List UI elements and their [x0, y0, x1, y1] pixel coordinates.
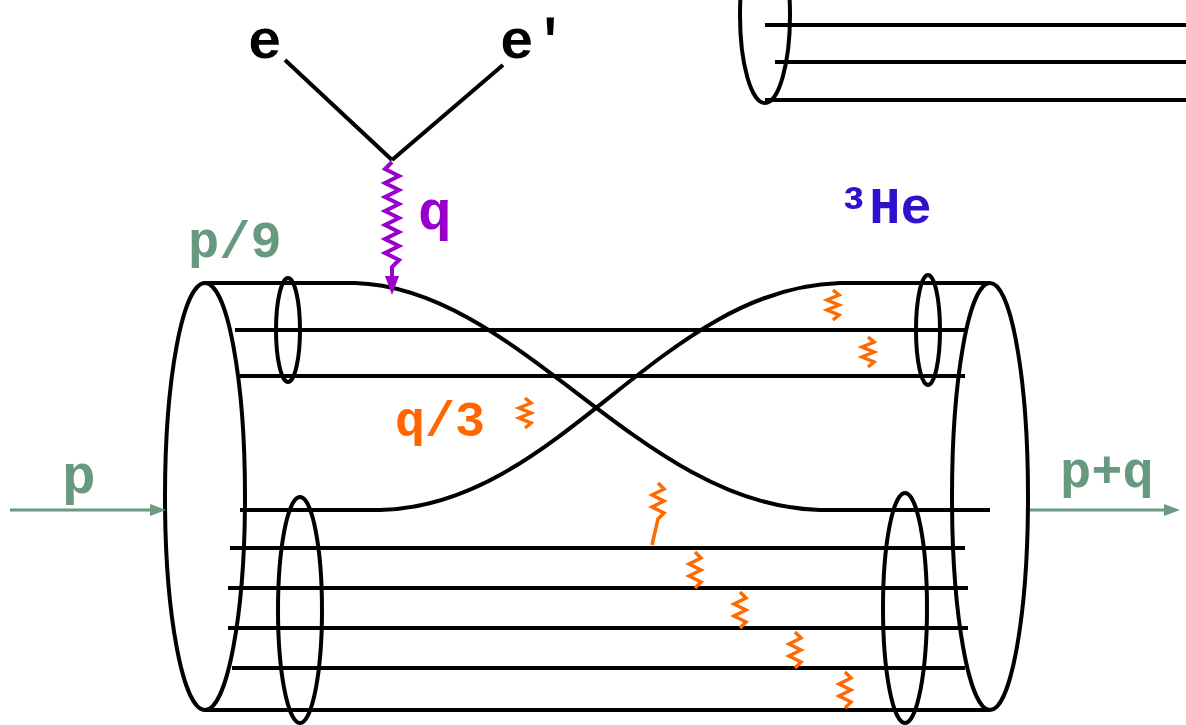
quark-line: [228, 586, 968, 590]
momentum-label: q/3: [393, 398, 487, 448]
nucleus-end-left: [165, 283, 245, 710]
photon-label: q: [416, 186, 454, 242]
quark-line: [775, 60, 1186, 64]
nucleus-label: ³He: [836, 184, 934, 236]
quark-line: [765, 23, 1186, 27]
gluons: [519, 290, 874, 708]
quark-line: [230, 546, 965, 550]
gluon: [519, 398, 531, 428]
momentum-arrows: [10, 504, 1180, 516]
gluon: [789, 632, 801, 668]
momentum-label: p: [60, 450, 98, 506]
electron-label: e′: [498, 15, 569, 71]
struck-quark-line: [205, 283, 990, 510]
nucleon-ring: [278, 497, 322, 723]
gluon: [839, 672, 851, 708]
arrowhead: [1164, 504, 1180, 516]
electron-label: e: [246, 15, 284, 71]
quark-line: [228, 626, 968, 630]
quark-line: [232, 666, 965, 670]
photon: [385, 162, 399, 295]
arrowhead: [150, 504, 166, 516]
cylinders: [165, 0, 1186, 723]
incoming-arrow: [10, 509, 152, 512]
momentum-label: p/9: [186, 218, 284, 270]
partial-cylinder-end: [740, 0, 790, 103]
gluon: [827, 290, 839, 320]
quark-line: [240, 374, 965, 378]
photon-wave: [385, 162, 399, 280]
gluon: [689, 552, 701, 588]
exchanged-quark-line: [240, 283, 840, 510]
momentum-label: p+q: [1058, 448, 1156, 500]
nucleon-ring: [883, 493, 927, 723]
quark-line: [235, 328, 965, 332]
electron-line: [392, 65, 503, 160]
electron-line: [285, 60, 392, 160]
nucleon-ring: [276, 278, 300, 382]
nucleon-ring: [916, 275, 940, 385]
gluon: [734, 592, 746, 628]
photon-arrowhead: [385, 276, 399, 295]
gluon: [652, 483, 664, 545]
nucleus-end-right: [952, 283, 1028, 710]
outgoing-arrow: [1030, 509, 1166, 512]
quark-line: [840, 281, 990, 285]
gluon: [862, 337, 874, 367]
quark-line: [765, 98, 1186, 102]
quark-line: [205, 708, 990, 712]
